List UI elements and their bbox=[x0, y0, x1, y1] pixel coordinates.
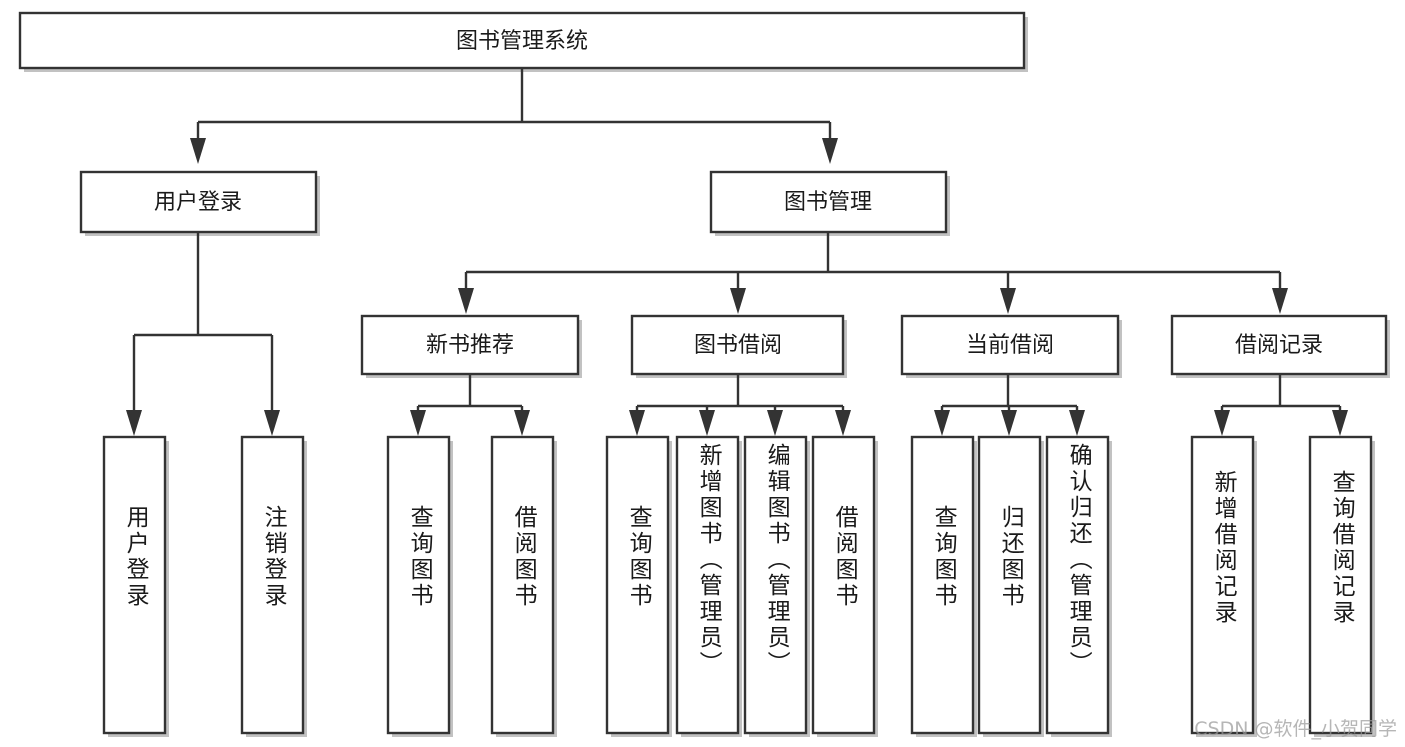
leaf-node[interactable] bbox=[743, 435, 810, 737]
borrow-record-box bbox=[1170, 314, 1388, 376]
root-box bbox=[18, 11, 1026, 70]
leaf-node[interactable] bbox=[490, 435, 557, 737]
level2-label-0: 用户登录 bbox=[154, 190, 242, 215]
level3-label-1: 图书借阅 bbox=[694, 333, 782, 358]
leaf-node[interactable] bbox=[386, 435, 453, 737]
leaf-node[interactable] bbox=[102, 435, 169, 737]
node-borrow-record[interactable] bbox=[1170, 314, 1390, 378]
leaf-node[interactable] bbox=[1045, 435, 1112, 737]
level3-label-2: 当前借阅 bbox=[966, 333, 1054, 358]
level3-label-3: 借阅记录 bbox=[1235, 333, 1323, 358]
connector-bookborrow-to-leaves bbox=[629, 374, 851, 436]
connector-root-to-level2 bbox=[190, 68, 838, 164]
leaf-node[interactable] bbox=[910, 435, 977, 737]
connector-borrowrecord-to-leaves bbox=[1214, 374, 1348, 436]
leaf-node[interactable] bbox=[977, 435, 1044, 737]
leaf-node[interactable] bbox=[1308, 435, 1375, 737]
level2-label-1: 图书管理 bbox=[784, 190, 872, 215]
node-new-book-recommend[interactable] bbox=[360, 314, 582, 378]
node-root[interactable] bbox=[18, 11, 1028, 72]
leaf-node[interactable] bbox=[675, 435, 742, 737]
leaf-node[interactable] bbox=[1190, 435, 1257, 737]
current-borrow-box bbox=[900, 314, 1120, 376]
node-user-login[interactable] bbox=[79, 170, 320, 236]
user-login-box bbox=[79, 170, 318, 234]
connector-userlogin-to-leaves bbox=[126, 232, 280, 436]
level3-label-0: 新书推荐 bbox=[426, 333, 514, 358]
root-label: 图书管理系统 bbox=[456, 29, 588, 54]
connector-newbook-to-leaves bbox=[410, 374, 530, 436]
connector-bookmgmt-to-level3 bbox=[458, 232, 1288, 314]
leaf-node[interactable] bbox=[811, 435, 878, 737]
leaf-node[interactable] bbox=[240, 435, 307, 737]
leaf-node[interactable] bbox=[605, 435, 672, 737]
connector-currentborrow-to-leaves bbox=[934, 374, 1085, 436]
node-book-borrow[interactable] bbox=[630, 314, 847, 378]
new-book-recommend-box bbox=[360, 314, 580, 376]
node-current-borrow[interactable] bbox=[900, 314, 1122, 378]
